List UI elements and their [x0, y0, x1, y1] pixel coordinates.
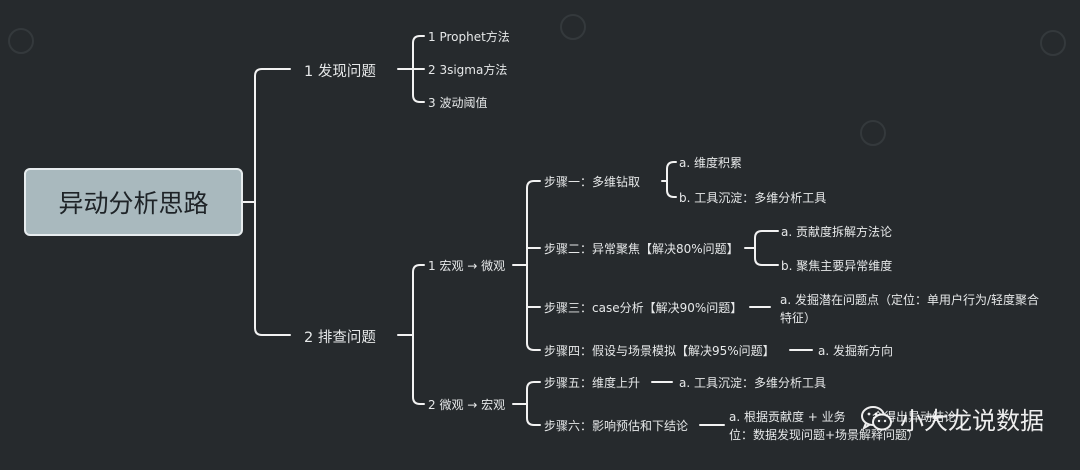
step-5[interactable]: 步骤五：维度上升 — [544, 376, 641, 390]
step-3-item-a-line2: 特征） — [780, 311, 817, 325]
step-1-item-a[interactable]: a. 维度积累 — [679, 156, 742, 170]
connector-root — [242, 68, 291, 336]
sub-micro-to-macro[interactable]: 2 微观 → 宏观 — [428, 398, 506, 412]
step-3[interactable]: 步骤三：case分析【解决90%问题】 — [544, 301, 743, 315]
connector-micro-macro — [512, 381, 541, 426]
step-1-item-b[interactable]: b. 工具沉淀：多维分析工具 — [679, 191, 827, 205]
step-5-item-a[interactable]: a. 工具沉淀：多维分析工具 — [679, 376, 826, 390]
step-4-item-a[interactable]: a. 发掘新方向 — [818, 344, 893, 358]
branch-investigate[interactable]: 2 排查问题 — [304, 330, 376, 346]
watermark-mark — [8, 28, 34, 54]
connector-macro-micro — [512, 180, 541, 351]
wechat-icon — [860, 405, 894, 433]
watermark-mark — [1040, 30, 1066, 56]
step-2-item-b[interactable]: b. 聚焦主要异常维度 — [781, 259, 893, 273]
root-node[interactable]: 异动分析思路 — [24, 168, 243, 236]
step-4[interactable]: 步骤四：假设与场景模拟【解决95%问题】 — [544, 344, 775, 358]
connector-step1 — [661, 161, 677, 198]
step-6-item-a-line2: 位：数据发现问题+场景解释问题） — [729, 428, 920, 442]
method-threshold[interactable]: 3 波动阈值 — [428, 96, 488, 110]
root-label: 异动分析思路 — [58, 189, 209, 218]
branch-discover[interactable]: 1 发现问题 — [304, 64, 376, 80]
step-2-item-a[interactable]: a. 贡献度拆解方法论 — [781, 225, 892, 239]
step-3-item-a-line1[interactable]: a. 发掘潜在问题点（定位：单用户行为/轻度聚合 — [780, 293, 1040, 307]
step-6-item-a-line1a[interactable]: a. 根据贡献度 + 业务 — [729, 410, 846, 424]
method-prophet[interactable]: 1 Prophet方法 — [428, 30, 510, 44]
watermark: 小大龙说数据 — [860, 401, 1044, 436]
step-2[interactable]: 步骤二：异常聚焦【解决80%问题】 — [544, 242, 739, 256]
step-6[interactable]: 步骤六：影响预估和下结论 — [544, 419, 689, 433]
connector-investigate — [397, 264, 425, 405]
step-1[interactable]: 步骤一：多维钻取 — [544, 175, 641, 189]
watermark-text: 小大龙说数据 — [900, 407, 1044, 435]
watermark-mark — [860, 120, 886, 146]
step-6-item-a-line1b: 会得出异动结论 — [872, 410, 957, 424]
watermark-mark — [560, 14, 586, 40]
connector-discover — [397, 35, 425, 103]
connector-step2 — [744, 230, 779, 266]
sub-macro-to-micro[interactable]: 1 宏观 → 微观 — [428, 259, 506, 273]
method-3sigma[interactable]: 2 3sigma方法 — [428, 63, 508, 77]
